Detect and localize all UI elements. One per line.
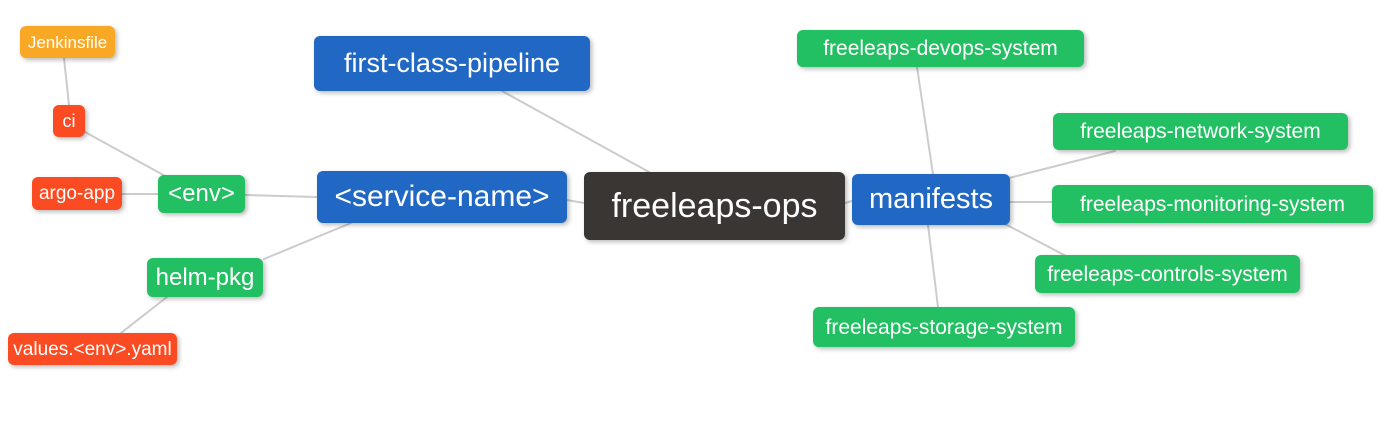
node-label-manifests: manifests — [868, 183, 994, 215]
edge-manifests-to-freeleaps-storage-system — [927, 224, 939, 308]
node-manifests[interactable]: manifests — [852, 174, 1010, 225]
node-label-jenkinsfile: Jenkinsfile — [27, 32, 108, 52]
node-freeleaps-network-system[interactable]: freeleaps-network-system — [1053, 113, 1348, 150]
edge-service-name-to-helm-pkg — [263, 222, 352, 260]
node-label-values-env-yaml: values.<env>.yaml — [13, 338, 172, 360]
node-label-freeleaps-ops: freeleaps-ops — [611, 187, 818, 225]
edge-freeleaps-ops-to-manifests — [844, 200, 853, 204]
node-label-env: <env> — [168, 180, 235, 207]
node-freeleaps-ops[interactable]: freeleaps-ops — [584, 172, 845, 240]
edge-helm-pkg-to-values-env-yaml — [120, 296, 168, 334]
node-label-freeleaps-storage-system: freeleaps-storage-system — [825, 315, 1063, 339]
node-label-service-name: <service-name> — [334, 180, 550, 213]
node-argo-app[interactable]: argo-app — [32, 177, 122, 210]
node-ci[interactable]: ci — [53, 105, 85, 137]
node-label-ci: ci — [62, 111, 76, 131]
node-label-freeleaps-monitoring-system: freeleaps-monitoring-system — [1080, 192, 1345, 216]
edge-manifests-to-freeleaps-controls-system — [1004, 223, 1067, 257]
node-freeleaps-monitoring-system[interactable]: freeleaps-monitoring-system — [1052, 185, 1373, 223]
edge-manifests-to-freeleaps-network-system — [1008, 150, 1116, 179]
edge-jenkinsfile-to-ci — [63, 57, 70, 106]
node-helm-pkg[interactable]: helm-pkg — [147, 258, 263, 297]
edge-manifests-to-freeleaps-devops-system — [916, 66, 934, 175]
node-service-name[interactable]: <service-name> — [317, 171, 567, 223]
node-jenkinsfile[interactable]: Jenkinsfile — [20, 26, 115, 58]
node-freeleaps-controls-system[interactable]: freeleaps-controls-system — [1035, 255, 1300, 293]
node-label-freeleaps-controls-system: freeleaps-controls-system — [1047, 262, 1288, 286]
edge-env-to-service-name — [244, 194, 318, 198]
edge-first-class-pipeline-to-freeleaps-ops — [501, 90, 650, 173]
node-freeleaps-storage-system[interactable]: freeleaps-storage-system — [813, 307, 1075, 347]
node-freeleaps-devops-system[interactable]: freeleaps-devops-system — [797, 30, 1084, 67]
node-label-freeleaps-devops-system: freeleaps-devops-system — [823, 37, 1058, 60]
node-env[interactable]: <env> — [158, 175, 245, 213]
node-label-argo-app: argo-app — [38, 183, 116, 204]
edge-service-name-to-freeleaps-ops — [566, 199, 585, 204]
node-label-helm-pkg: helm-pkg — [155, 263, 255, 291]
node-values-env-yaml[interactable]: values.<env>.yaml — [8, 333, 177, 365]
node-label-freeleaps-network-system: freeleaps-network-system — [1080, 120, 1321, 143]
node-label-first-class-pipeline: first-class-pipeline — [343, 48, 561, 78]
edge-ci-to-env — [84, 131, 168, 178]
node-first-class-pipeline[interactable]: first-class-pipeline — [314, 36, 590, 91]
